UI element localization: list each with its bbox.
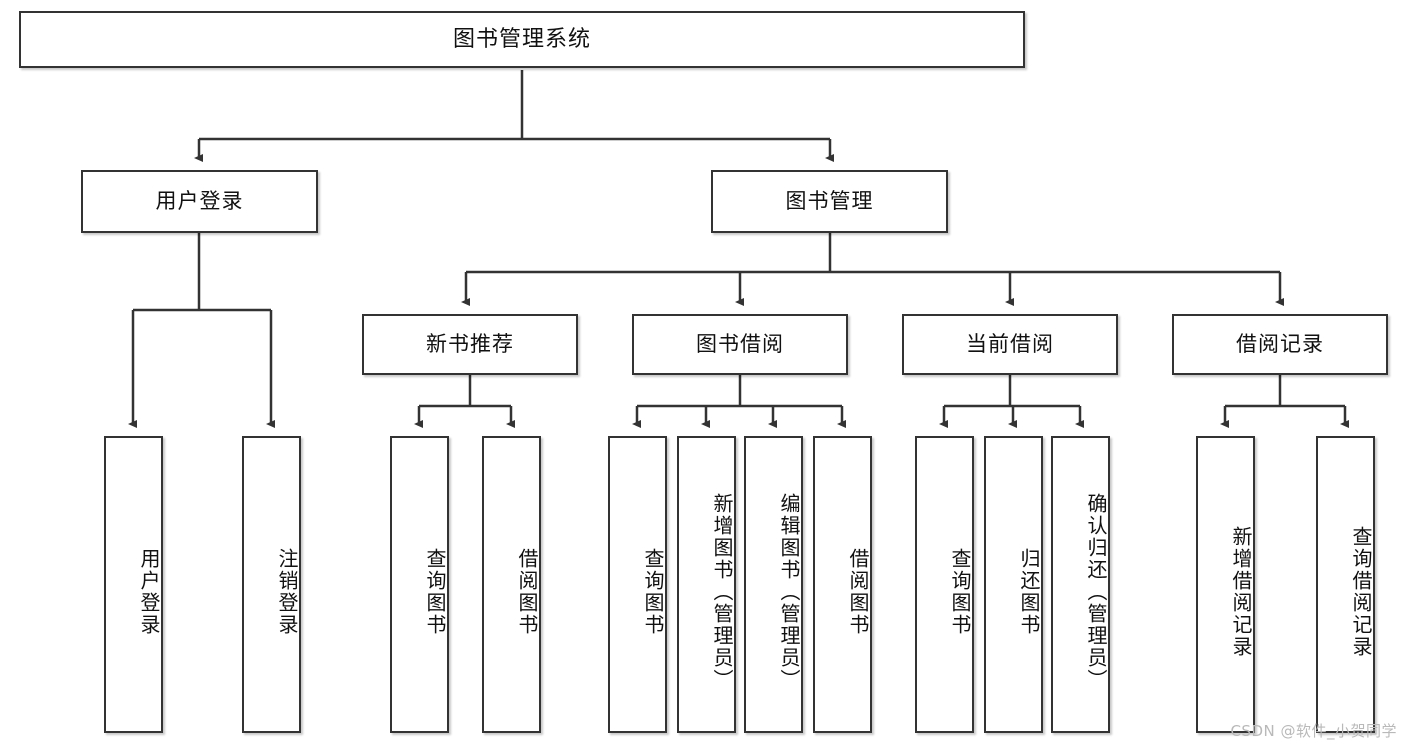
node-book-borrow-label: 图书借阅 xyxy=(696,332,784,357)
leaf-label: 查询图书 xyxy=(423,547,447,636)
leaf-label: 借阅图书 xyxy=(515,547,539,636)
leaf-label: 新增借阅记录 xyxy=(1229,525,1253,658)
leaf-label: 查询借阅记录 xyxy=(1349,525,1373,658)
node-current-borrow-label: 当前借阅 xyxy=(966,332,1054,357)
leaf-book-borrow-borrow-book[interactable]: 借阅图书 xyxy=(813,436,872,733)
leaf-current-borrow-return-book[interactable]: 归还图书 xyxy=(984,436,1043,733)
node-borrow-record-label: 借阅记录 xyxy=(1236,332,1324,357)
leaf-borrow-record-add-record[interactable]: 新增借阅记录 xyxy=(1196,436,1255,733)
node-root-label: 图书管理系统 xyxy=(452,26,591,52)
node-book-management-label: 图书管理 xyxy=(785,189,874,214)
leaf-current-borrow-confirm-return[interactable]: 确认归还（管理员） xyxy=(1051,436,1110,733)
leaf-book-borrow-query-book[interactable]: 查询图书 xyxy=(608,436,667,733)
node-borrow-record[interactable]: 借阅记录 xyxy=(1172,314,1388,375)
leaf-label: 用户登录 xyxy=(137,547,161,636)
leaf-book-borrow-edit-book[interactable]: 编辑图书（管理员） xyxy=(744,436,803,733)
node-new-book-recommend[interactable]: 新书推荐 xyxy=(362,314,578,375)
leaf-user-login-logout[interactable]: 注销登录 xyxy=(242,436,301,733)
leaf-current-borrow-query-book[interactable]: 查询图书 xyxy=(915,436,974,733)
leaf-label: 查询图书 xyxy=(641,547,665,636)
leaf-new-book-borrow-book[interactable]: 借阅图书 xyxy=(482,436,541,733)
leaf-user-login-login[interactable]: 用户登录 xyxy=(104,436,163,733)
node-new-book-recommend-label: 新书推荐 xyxy=(426,332,514,357)
leaf-label: 新增图书（管理员） xyxy=(710,492,734,691)
leaf-label: 编辑图书（管理员） xyxy=(777,492,801,691)
leaf-label: 归还图书 xyxy=(1017,547,1041,636)
node-book-management[interactable]: 图书管理 xyxy=(711,170,948,233)
node-user-login-label: 用户登录 xyxy=(155,189,244,214)
leaf-label: 借阅图书 xyxy=(846,547,870,636)
node-current-borrow[interactable]: 当前借阅 xyxy=(902,314,1118,375)
node-book-borrow[interactable]: 图书借阅 xyxy=(632,314,848,375)
csdn-watermark: CSDN @软件_小贺同学 xyxy=(1230,722,1397,740)
leaf-label: 注销登录 xyxy=(275,547,299,636)
node-user-login[interactable]: 用户登录 xyxy=(81,170,318,233)
leaf-label: 确认归还（管理员） xyxy=(1084,492,1108,691)
leaf-borrow-record-query-record[interactable]: 查询借阅记录 xyxy=(1316,436,1375,733)
leaf-label: 查询图书 xyxy=(948,547,972,636)
leaf-book-borrow-add-book[interactable]: 新增图书（管理员） xyxy=(677,436,736,733)
node-root-system[interactable]: 图书管理系统 xyxy=(19,11,1025,68)
leaf-new-book-query-book[interactable]: 查询图书 xyxy=(390,436,449,733)
